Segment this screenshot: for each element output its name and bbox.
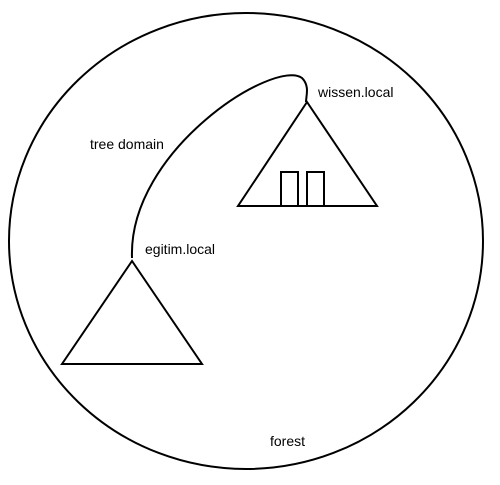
domain-controller-box-1: [280, 171, 299, 207]
domain-controller-box-2: [306, 171, 325, 207]
root-domain-triangle: [60, 259, 204, 365]
tree-link-connector: [130, 74, 308, 259]
child-domain-label: wissen.local: [317, 84, 393, 100]
forest-label: forest: [270, 433, 305, 449]
forest-boundary: [8, 12, 484, 470]
root-domain-label: egitim.local: [145, 241, 215, 257]
tree-domain-label: tree domain: [90, 136, 164, 152]
